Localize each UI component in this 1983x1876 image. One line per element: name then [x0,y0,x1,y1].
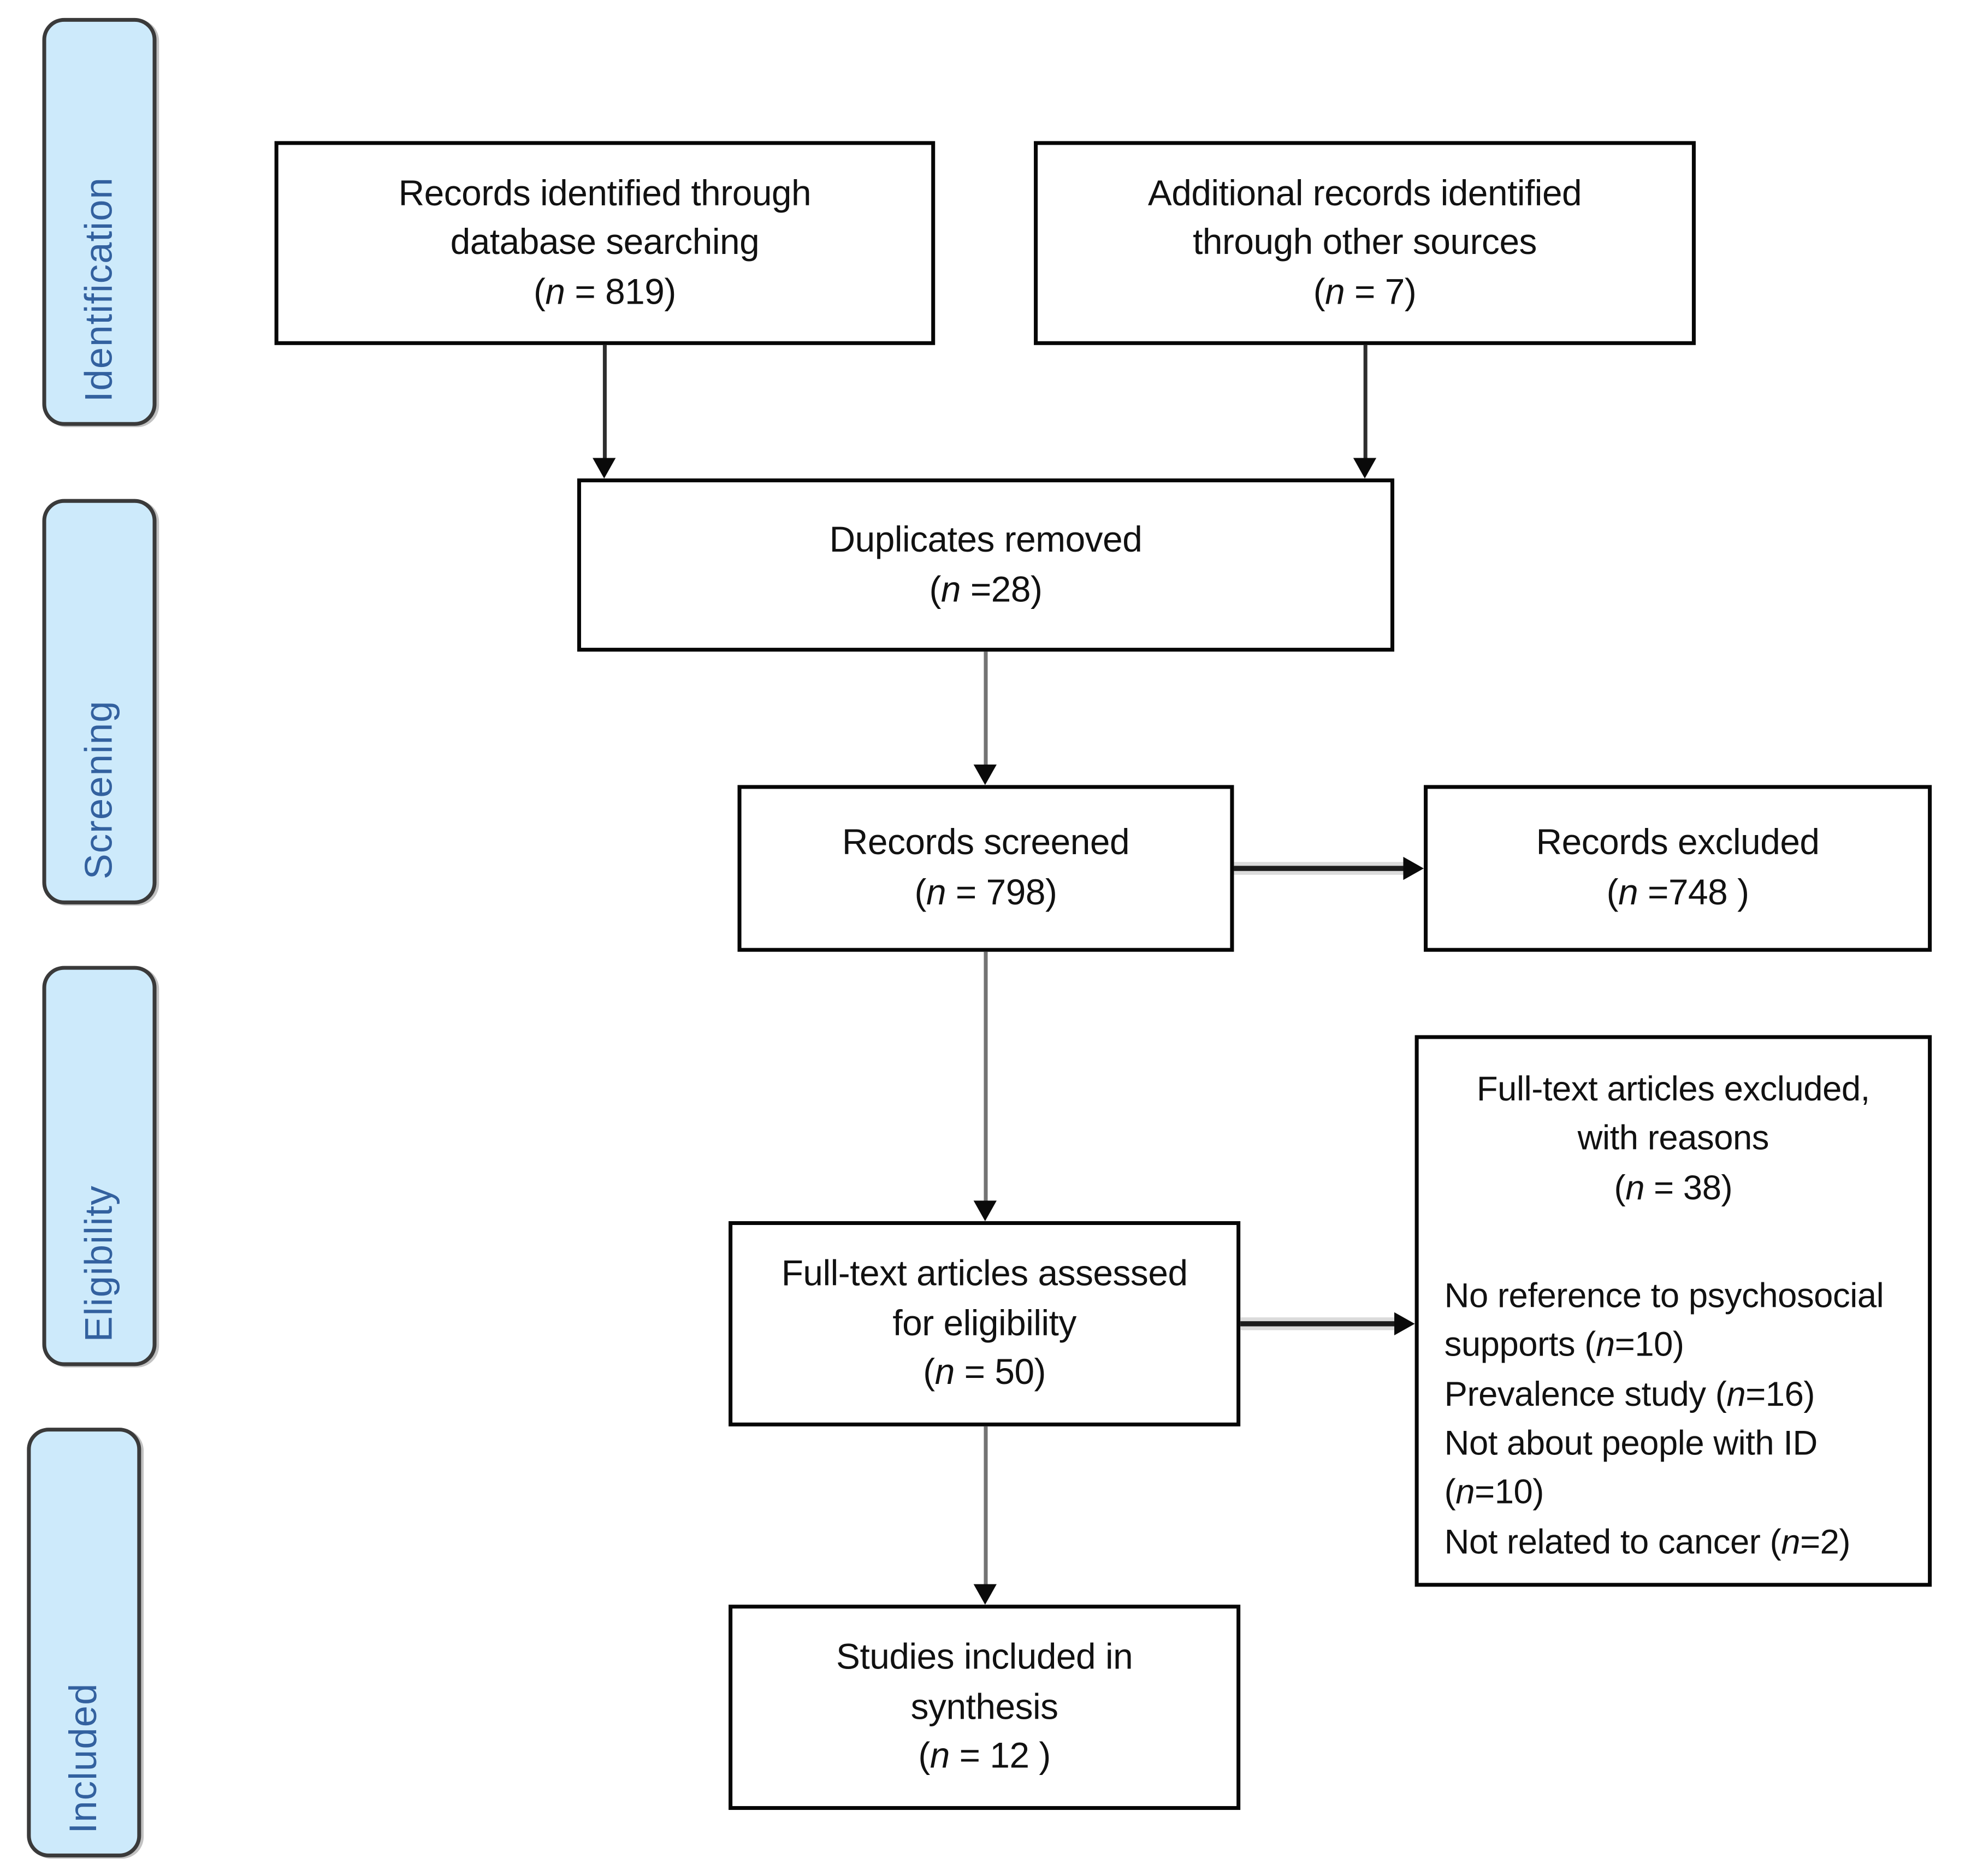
box-records-excluded: Records excluded (n =748 ) [1424,785,1932,952]
arrow-additional-to-duplicates-line [1363,345,1368,461]
box-records-screened-line1: Records screened [842,822,1130,863]
arrow-fulltext-to-included-head [973,1584,997,1605]
box-studies-included-count: (n = 12 ) [918,1736,1051,1776]
box-fulltext-excluded-heading: Full-text articles excluded, with reason… [1477,1064,1870,1212]
stage-screening-label: Screening [78,701,120,880]
box-additional-records: Additional records identified through ot… [1034,141,1696,345]
arrow-identified-to-duplicates-head [593,458,616,479]
box-records-identified-line1: Records identified through [398,173,812,212]
arrow-duplicates-to-screened-head [973,764,997,785]
arrow-fulltext-to-excluded-head [1394,1312,1415,1335]
box-fulltext-excluded: Full-text articles excluded, with reason… [1414,1035,1932,1587]
stage-included-label: Included [62,1682,105,1833]
box-additional-records-line2: through other sources [1193,222,1537,262]
box-records-screened: Records screened (n = 798) [737,785,1234,952]
box-fulltext-assessed: Full-text articles assessed for eligibil… [729,1221,1241,1427]
exclusion-reason: Not related to cancer (n=2) [1444,1522,1851,1561]
box-fulltext-assessed-line1: Full-text articles assessed [781,1253,1188,1293]
box-records-identified-count: (n = 819) [533,271,676,312]
exclusion-reason: Prevalence study (n=16) [1444,1374,1815,1413]
box-duplicates-removed: Duplicates removed (n =28) [577,478,1395,652]
stage-eligibility-label: Eligibility [78,1185,120,1342]
box-records-screened-count: (n = 798) [914,872,1057,912]
box-studies-included-line1: Studies included in [836,1637,1133,1677]
arrow-screened-to-fulltext-line [984,951,988,1204]
box-fulltext-excluded-line1: Full-text articles excluded, [1476,1069,1870,1109]
box-records-identified-line2: database searching [450,222,760,262]
box-records-excluded-line1: Records excluded [1536,822,1820,863]
arrow-screened-to-excluded-line [1234,866,1406,871]
exclusion-reason: No reference to psychosocial supports (n… [1444,1276,1884,1364]
stage-included: Included [27,1428,141,1857]
arrow-fulltext-to-included-line [984,1426,988,1585]
arrow-fulltext-to-excluded-line [1240,1321,1396,1327]
box-fulltext-assessed-line2: for eligibility [892,1303,1076,1343]
arrow-additional-to-duplicates-head [1353,458,1377,479]
box-records-excluded-count: (n =748 ) [1606,872,1749,912]
box-records-identified: Records identified through database sear… [274,141,936,345]
box-additional-records-line1: Additional records identified [1147,173,1582,212]
stage-identification: Identification [42,17,157,426]
arrow-identified-to-duplicates-line [602,345,607,461]
box-duplicates-removed-count: (n =28) [929,569,1043,609]
arrow-screened-to-fulltext-head [973,1200,997,1221]
box-fulltext-assessed-count: (n = 50) [923,1352,1046,1393]
box-fulltext-excluded-line2: with reasons [1577,1119,1769,1158]
arrow-screened-to-excluded-head [1403,856,1424,880]
stage-eligibility: Eligibility [42,966,157,1366]
box-studies-included-line2: synthesis [910,1686,1058,1726]
box-fulltext-excluded-reasons: No reference to psychosocial supports (n… [1434,1271,1913,1566]
exclusion-reason: Not about people with ID (n=10) [1444,1423,1818,1512]
box-duplicates-removed-line1: Duplicates removed [829,519,1143,559]
box-additional-records-count: (n = 7) [1313,271,1417,312]
arrow-duplicates-to-screened-line [984,652,988,767]
box-studies-included: Studies included in synthesis (n = 12 ) [729,1605,1241,1810]
stage-screening: Screening [42,499,157,904]
stage-identification-label: Identification [78,176,120,402]
box-fulltext-excluded-count: (n = 38) [1614,1168,1733,1207]
